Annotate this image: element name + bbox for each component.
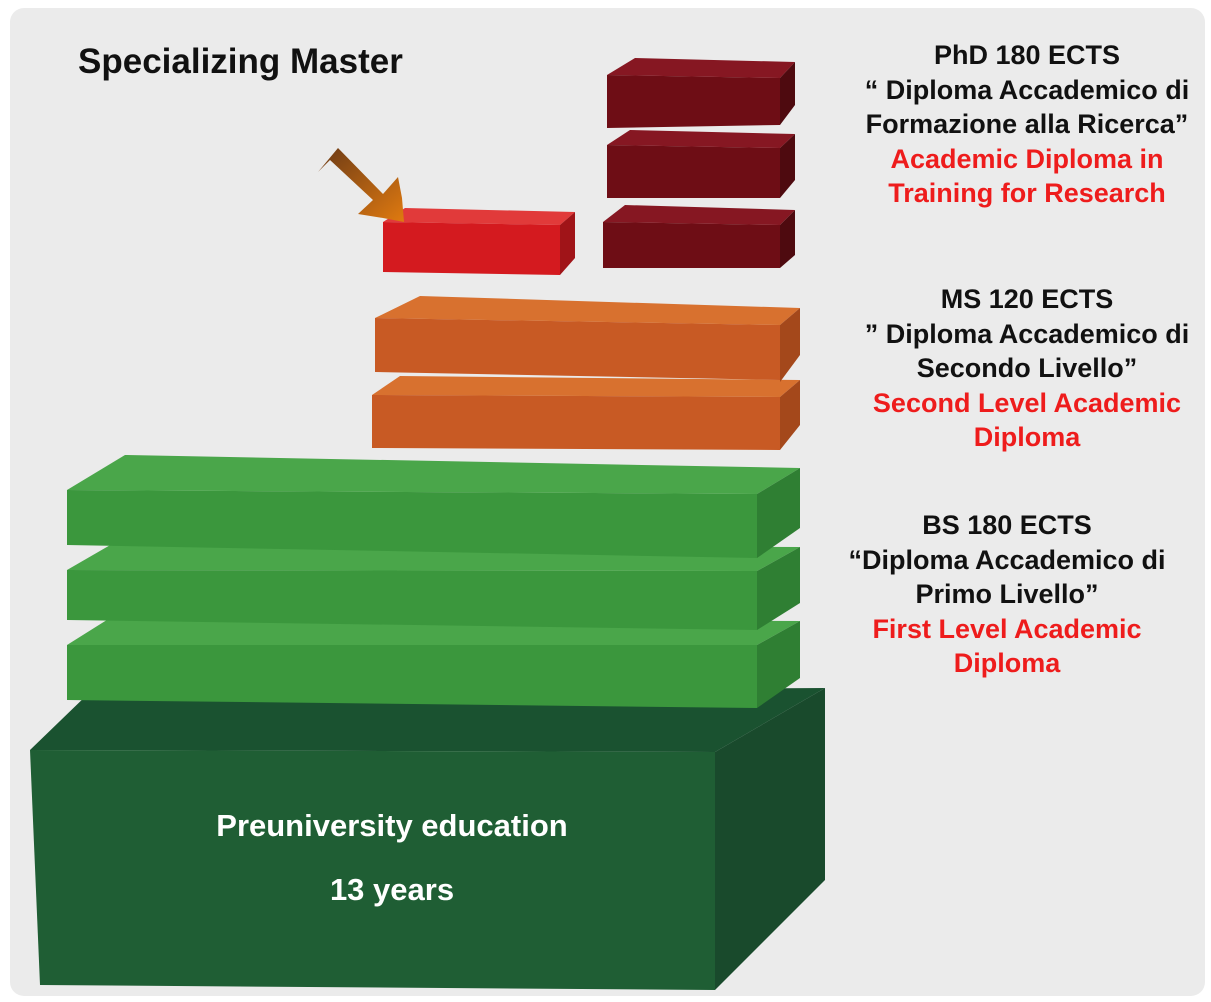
ms-block-bottom bbox=[372, 376, 800, 450]
base-title: Preuniversity education bbox=[216, 808, 568, 843]
bs-english-line2: Diploma bbox=[953, 648, 1061, 679]
ms-title: MS 120 ECTS bbox=[940, 284, 1114, 314]
base-block bbox=[30, 688, 825, 990]
phd-label: PhD 180 ECTS “ Diploma Accademico di For… bbox=[812, 38, 1211, 211]
phd-english-line2: Training for Research bbox=[888, 178, 1166, 209]
bs-english-line1: First Level Academic bbox=[872, 613, 1142, 644]
specializing-master-title: Specializing Master bbox=[78, 42, 403, 81]
ms-english-line1: Second Level Academic bbox=[872, 387, 1182, 418]
phd-block-middle bbox=[607, 130, 795, 198]
bs-block-top bbox=[67, 455, 800, 558]
bs-italian-line1: “Diploma Accademico di bbox=[848, 544, 1166, 575]
bs-title: BS 180 ECTS bbox=[922, 510, 1092, 540]
phd-block-top bbox=[607, 58, 795, 128]
phd-block-bottom bbox=[603, 205, 795, 268]
specializing-master-block bbox=[383, 208, 575, 275]
ms-label: MS 120 ECTS ” Diploma Accademico di Seco… bbox=[812, 282, 1211, 455]
bs-block-bottom bbox=[67, 618, 800, 708]
ms-italian-line2: Secondo Livello” bbox=[916, 353, 1138, 384]
ms-english-line2: Diploma bbox=[973, 422, 1081, 453]
phd-english-line1: Academic Diploma in bbox=[890, 143, 1164, 174]
ms-block-top bbox=[375, 296, 800, 382]
arrow-icon bbox=[318, 148, 404, 222]
bs-block-middle bbox=[67, 544, 800, 630]
phd-italian-line2: Formazione alla Ricerca” bbox=[865, 109, 1189, 140]
bs-label: BS 180 ECTS “Diploma Accademico di Primo… bbox=[792, 508, 1211, 681]
phd-italian-line1: “ Diploma Accademico di bbox=[864, 74, 1190, 105]
bs-italian-line2: Primo Livello” bbox=[915, 579, 1099, 610]
base-duration: 13 years bbox=[329, 872, 455, 907]
phd-title: PhD 180 ECTS bbox=[933, 40, 1121, 70]
ms-italian-line1: ” Diploma Accademico di bbox=[864, 318, 1190, 349]
